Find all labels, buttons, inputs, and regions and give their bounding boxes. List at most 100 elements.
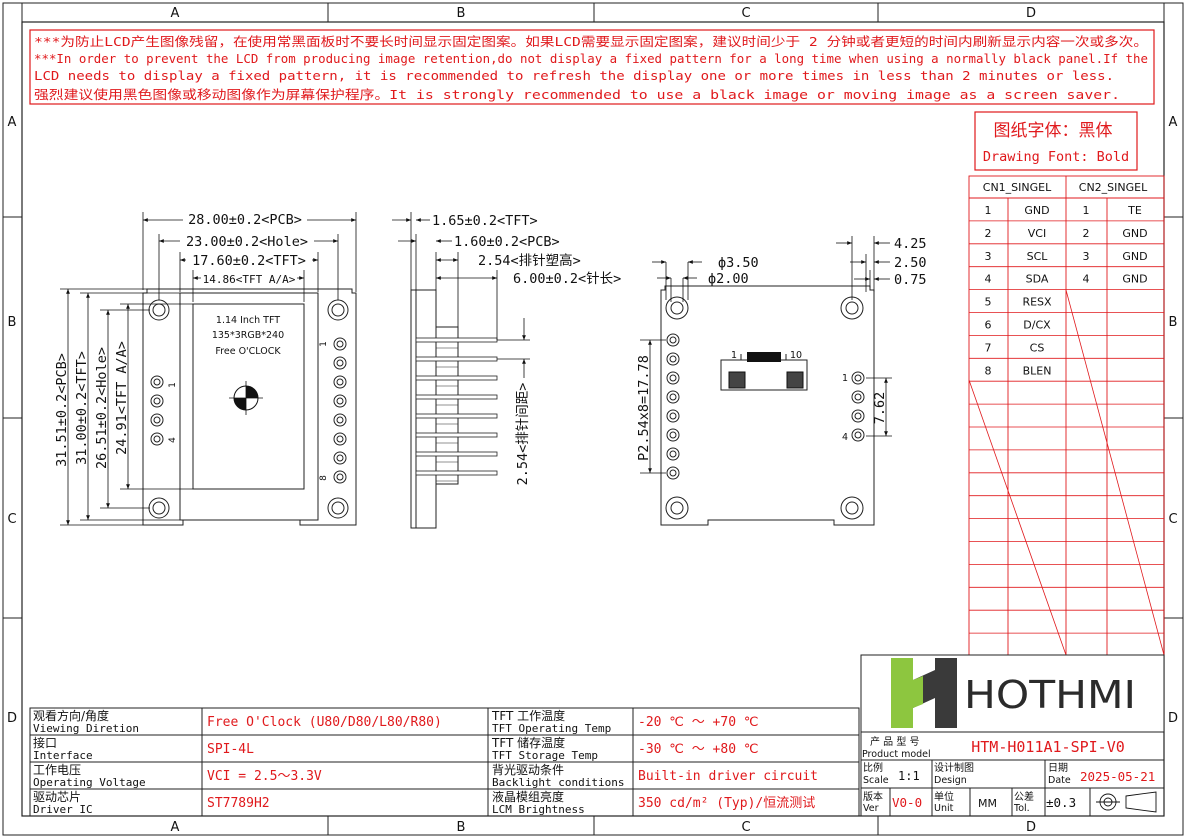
fpc-pins — [728, 352, 804, 389]
date-label-en: Date — [1048, 775, 1071, 786]
spec-label-cn: 驱动芯片 — [33, 790, 81, 804]
back-cn1-pad — [666, 428, 680, 442]
cn1-pad — [333, 356, 347, 370]
title-block: 产 品 型 号 Product model HTM-H011A1-SPI-V0 … — [860, 731, 1165, 817]
front-active-area — [192, 303, 305, 490]
cn1-pin-number: 8 — [985, 364, 992, 377]
back-hole-top-right — [840, 296, 864, 320]
spec-label2-en: TFT Operating Temp — [492, 722, 611, 735]
side-header — [435, 326, 459, 485]
tol-value: ±0.3 — [1046, 795, 1076, 810]
model-label-cn: 产 品 型 号 — [870, 735, 920, 748]
header-pin — [415, 337, 498, 343]
cn1-pin-signal: GND — [1024, 204, 1049, 217]
scale-label-cn: 比例 — [863, 761, 883, 774]
cn1-pin-signal: VCI — [1028, 227, 1046, 240]
col-label-d-bottom: D — [1026, 820, 1036, 835]
dim-tft-width: 17.60±0.2<TFT> — [192, 253, 306, 269]
spec-label-cn: 工作电压 — [33, 763, 81, 777]
fpc-pin1-label: 1 — [731, 350, 737, 361]
back-cn2-pad — [851, 409, 865, 423]
cn2-pin-number: 3 — [1083, 250, 1090, 263]
dim-drill-diameter: ф2.00 — [708, 271, 749, 287]
hole-top-right — [327, 299, 349, 321]
unit-label-cn: 单位 — [934, 790, 954, 803]
back-cn1-pad — [666, 333, 680, 347]
dim-pin-pitch: 2.54<排针间距> — [515, 383, 531, 486]
back-cn2-pad — [851, 390, 865, 404]
dim-4-25: 4.25 — [894, 236, 927, 252]
row-label-d-right: D — [1168, 711, 1178, 726]
back-hole-top-left — [665, 296, 689, 320]
projection-symbol-icon — [1096, 791, 1157, 813]
dim-pcb-height: 31.51±0.2<PCB> — [54, 353, 70, 467]
fpc-pin10-label: 10 — [790, 350, 802, 361]
back-cn1-pad — [666, 409, 680, 423]
hole-bottom-left — [148, 497, 170, 519]
cn2-pad — [150, 394, 164, 408]
header-pin — [415, 413, 498, 419]
col-label-c-bottom: C — [741, 820, 750, 835]
col-label-c: C — [741, 6, 750, 21]
logo-mark-icon — [891, 658, 957, 728]
model-label-en: Product model — [862, 749, 931, 760]
dim-tft-thickness: 1.65±0.2<TFT> — [432, 213, 538, 229]
cn2-pin-signal: TE — [1127, 204, 1142, 217]
screen-label-3: Free O'CLOCK — [215, 346, 281, 357]
spec-label2-en: TFT Storage Temp — [492, 749, 598, 762]
side-tft — [410, 289, 417, 529]
cn2-pin-number: 4 — [1083, 273, 1090, 286]
dim-pcb-thickness: 1.60±0.2<PCB> — [454, 234, 560, 250]
back-cn1-pad — [666, 466, 680, 480]
cn1-pin-number: 4 — [985, 273, 992, 286]
dim-tft-height: 31.00±0.2<TFT> — [74, 351, 90, 465]
pin-table-grid — [968, 175, 1165, 656]
col-label-a: A — [171, 6, 180, 21]
dim-pin-length: 6.00±0.2<针长> — [513, 271, 621, 287]
back-cn1-pad — [666, 447, 680, 461]
header-pin — [415, 356, 498, 362]
dim-pitch-total: P2.54x8=17.78 — [636, 355, 652, 461]
spec-value2: Built-in driver circuit — [638, 769, 818, 784]
cn1-pad — [333, 375, 347, 389]
dim-header-height: 2.54<排针塑高> — [478, 252, 581, 269]
dim-hole-width: 23.00±0.2<Hole> — [186, 234, 308, 250]
row-label-a: A — [8, 115, 17, 130]
design-label-cn: 设计制图 — [934, 761, 974, 774]
spec-label-en: Driver IC — [33, 803, 93, 816]
cn1-pin-signal: D/CX — [1023, 319, 1051, 332]
pin-table-header-cn2: CN2_SINGEL — [1079, 181, 1148, 194]
back-hole-bottom-right — [840, 496, 864, 520]
header-pin — [415, 432, 498, 438]
cn2-pad — [150, 432, 164, 446]
scale-value: 1:1 — [898, 769, 920, 783]
spec-value2: 350 cd/m² (Typ)/恒流测试 — [638, 796, 815, 811]
spec-value: SPI-4L — [207, 742, 254, 757]
col-label-a-bottom: A — [171, 820, 180, 835]
front-tft-outline — [179, 292, 319, 521]
row-label-a-right: A — [1169, 115, 1178, 130]
scale-label-en: Scale — [863, 775, 889, 786]
header-pin — [415, 470, 498, 476]
screen-label-1: 1.14 Inch TFT — [216, 315, 280, 326]
front-cn1-pin1-label: 1 — [319, 341, 329, 347]
back-pcb-outline — [660, 285, 875, 526]
header-pin — [415, 451, 498, 457]
spec-value: VCI = 2.5～3.3V — [207, 769, 322, 784]
spec-value2: -20 ℃ ～ +70 ℃ — [638, 715, 758, 730]
date-value: 2025-05-21 — [1080, 769, 1155, 784]
col-label-b-bottom: B — [457, 820, 466, 835]
cn1-pad — [333, 337, 347, 351]
cn1-pin-signal: SDA — [1026, 273, 1049, 286]
cn1-pin-signal: BLEN — [1023, 364, 1052, 377]
front-cn2-pin4-label: 4 — [168, 437, 178, 443]
cn1-pin-signal: SCL — [1027, 250, 1049, 263]
warning-line-4: 强烈建议使用黑色图像或移动图像作为屏幕保护程序。It is strongly r… — [34, 87, 1120, 102]
back-cn2-pin1-label: 1 — [842, 373, 848, 384]
spec-label-cn: 观看方向/角度 — [33, 708, 109, 723]
cn2-pin-signal: GND — [1122, 250, 1147, 263]
spec-label-en: Operating Voltage — [33, 776, 146, 789]
